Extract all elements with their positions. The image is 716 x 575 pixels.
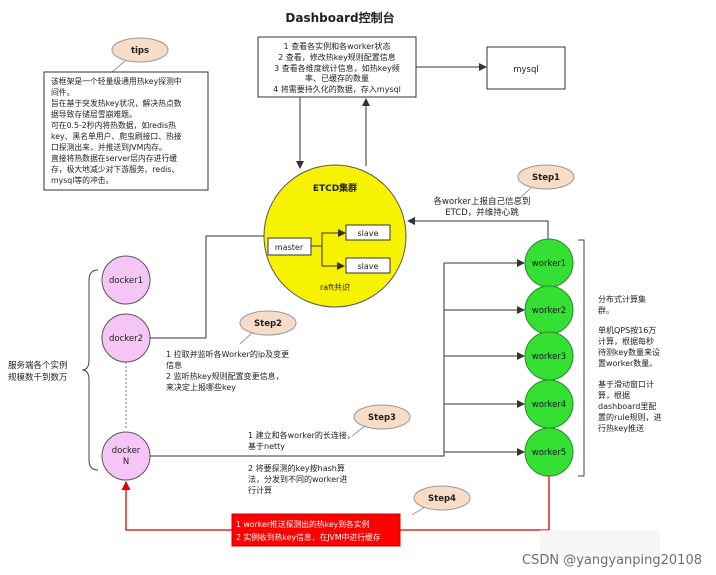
worker-desc-line-1: 分布式计算集 xyxy=(598,294,646,304)
tips-line-2: 间件。 xyxy=(51,87,74,97)
tips-line-10: mysql等的冲击。 xyxy=(51,175,113,185)
mysql-label: mysql xyxy=(513,65,539,75)
mysql-box xyxy=(486,46,566,90)
docker1-label: docker1 xyxy=(109,276,143,286)
step4-badge xyxy=(413,485,471,511)
worker-desc-line-2: 群。 xyxy=(598,305,614,315)
step1-line-1: 各worker上报自己信息到 xyxy=(434,196,531,207)
step4-line-2: 2 实例收到热key信息，在JVM中进行缓存 xyxy=(236,532,381,542)
etcd-slave-box-1 xyxy=(345,224,391,241)
step1-connector xyxy=(519,187,532,199)
diagram-title: Dashboard控制台 xyxy=(285,10,394,25)
worker-to-etcd-arrow xyxy=(407,217,549,244)
tips-line-7: 口探测出来，并推送到JVM内存。 xyxy=(51,142,167,152)
worker-desc-line-12: 置的rule规则，进 xyxy=(598,412,662,422)
dashboard-line-4: 率、已缓存的数量 xyxy=(305,73,369,83)
worker-desc-line-11: dashboard里配 xyxy=(598,402,656,411)
etcd-title: ETCD集群 xyxy=(313,182,357,194)
step2-badge-label: Step2 xyxy=(254,319,282,329)
worker4-label: worker4 xyxy=(532,400,566,410)
dashboard-line-2: 2 查看，修改热key规则配置信息 xyxy=(278,52,396,62)
dashboard-line-1: 1 查看各实例和各worker状态 xyxy=(284,41,391,51)
tips-line-3: 旨在基于突发热key状况，解决热点数 xyxy=(51,98,182,108)
step2-line-4: 来决定上报哪些key xyxy=(166,382,236,392)
step3-line-2: 基于netty xyxy=(248,441,285,451)
step3-line-5: 行计算 xyxy=(248,485,272,495)
service-brace xyxy=(81,269,99,471)
tips-badge xyxy=(111,37,169,63)
worker-desc-line-4: 单机QPS按16万 xyxy=(598,325,656,335)
docker1-node xyxy=(101,255,151,305)
step2-line-1: 1 拉取并监听各Worker的ip及变更 xyxy=(166,349,289,359)
step3-badge-label: Step3 xyxy=(368,413,396,423)
step2-badge xyxy=(239,310,297,336)
step3-line-3: 2 将要探测的key按hash算 xyxy=(248,463,345,473)
service-label-line-2: 规模数千到数万 xyxy=(8,372,68,383)
service-label-line-1: 服务端各个实例 xyxy=(8,360,68,371)
worker1-label: worker1 xyxy=(532,259,566,269)
docker2-label: docker2 xyxy=(109,334,143,344)
docker-to-workers-connector xyxy=(150,262,524,457)
etcd-to-docker-connector xyxy=(150,235,264,339)
dashboard-line-3: 3 查看各维度统计信息，如热key频 xyxy=(274,63,400,73)
step4-line-1: 1 worker推送探测出的热key到各实例 xyxy=(236,519,370,529)
step3-line-1: 1 建立和各worker的长连接， xyxy=(248,430,355,440)
step2-line-2: 信息 xyxy=(166,360,182,370)
worker5-label: worker5 xyxy=(532,448,566,458)
tips-line-5: 可在0.5-2秒内将热数据，如redis热 xyxy=(51,120,176,130)
dockerN-node xyxy=(101,431,151,481)
tips-line-1: 该框架是一个轻量级通用热key探测中 xyxy=(51,76,182,86)
worker-desc-line-5: 计算，根据每秒 xyxy=(598,336,654,346)
dashboard-line-5: 4 将需要持久化的数据，存入mysql xyxy=(273,84,401,94)
watermark: CSDN @yangyanping20108 xyxy=(522,553,702,568)
etcd-master-label: master xyxy=(275,243,304,252)
dockerN-label-2: N xyxy=(123,457,129,467)
tips-box xyxy=(43,71,209,191)
watermark-bg xyxy=(540,530,660,560)
step3-line-4: 法，分发到不同的worker进 xyxy=(248,474,347,484)
etcd-raft-label: raft共识 xyxy=(320,283,350,292)
worker-desc-line-7: 置worker数量。 xyxy=(598,358,657,368)
etcd-slave-label-1: slave xyxy=(358,229,379,238)
step4-connector xyxy=(411,506,426,516)
dashboard-box xyxy=(257,36,417,98)
step3-connector xyxy=(351,425,366,437)
step1-badge xyxy=(517,164,575,190)
step4-box xyxy=(231,513,401,547)
step2-line-3: 2 监听热key规则配置变更信息， xyxy=(166,371,284,381)
tips-line-4: 据导致存储层雪崩难题。 xyxy=(51,109,137,119)
worker-bracket xyxy=(578,239,585,477)
tips-line-9: 存，极大地减少对下游服务、redis、 xyxy=(51,164,179,174)
etcd-slave-label-2: slave xyxy=(358,262,379,271)
worker-desc-line-9: 基于滑动窗口计 xyxy=(598,379,654,389)
tips-line-6: key、黑名单用户、爬虫刷接口、热接 xyxy=(51,131,182,141)
tips-badge-label: tips xyxy=(131,46,149,56)
step2-connector xyxy=(239,332,253,345)
tips-line-8: 直接将热数据在server层内存进行缓 xyxy=(51,153,177,163)
worker3-label: worker3 xyxy=(532,352,566,362)
worker-desc-line-10: 算，根据 xyxy=(598,390,630,400)
worker2-label: worker2 xyxy=(532,306,566,316)
step1-line-2: ETCD，并维持心跳 xyxy=(445,207,519,218)
worker-desc-line-6: 待测key数量来设 xyxy=(598,347,660,357)
step1-badge-label: Step1 xyxy=(532,173,560,183)
step4-badge-label: Step4 xyxy=(428,494,456,504)
dockerN-label-1: docker xyxy=(112,446,141,456)
step3-badge xyxy=(353,404,411,430)
worker-desc-line-13: 行热key推送 xyxy=(598,423,644,433)
tips-connector xyxy=(111,60,126,73)
